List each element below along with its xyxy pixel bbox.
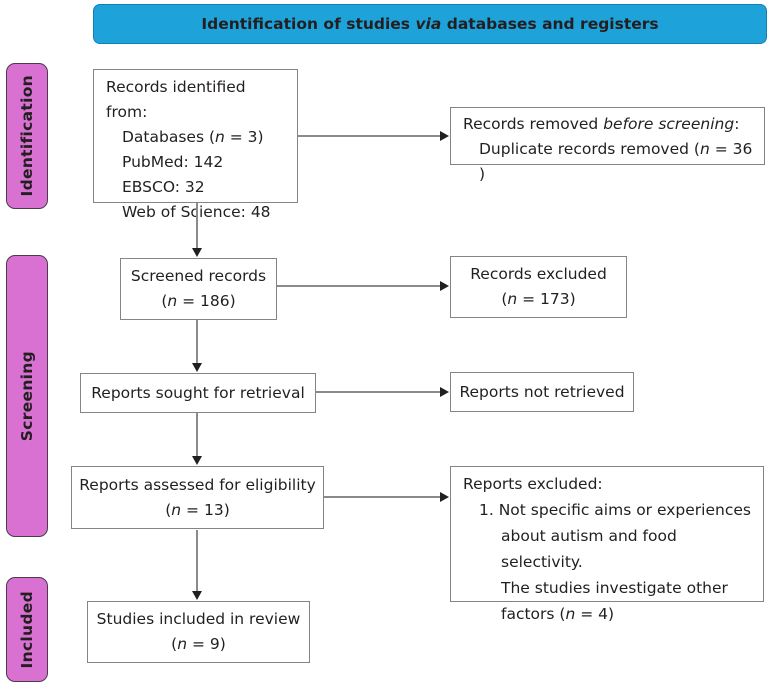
stage-label-identification: Identification (6, 63, 48, 209)
stage-label-screening: Screening (6, 255, 48, 537)
flow-box-records-identified: Records identified from:Databases (n = 3… (93, 69, 298, 221)
stage-label-included: Included (6, 577, 48, 682)
arrow-down-head-icon (192, 363, 202, 372)
arrow-shaft (196, 530, 198, 592)
arrow-shaft (196, 320, 198, 364)
arrow-assessed-to-reports-excluded (324, 492, 449, 502)
flow-box-reports-excluded: Reports excluded:1. Not specific aims or… (450, 466, 764, 623)
stage-label-included-text: Included (18, 590, 36, 669)
arrow-screened-to-excluded (277, 281, 449, 291)
arrow-assessed-to-included (192, 530, 202, 600)
arrow-down-head-icon (192, 591, 202, 600)
arrow-sought-to-assessed (192, 413, 202, 465)
flow-box-reports-sought: Reports sought for retrieval (80, 373, 316, 413)
flow-box-records-removed: Records removed before screening:Duplica… (450, 107, 765, 183)
flow-box-screened-records: Screened records(n = 186) (120, 258, 277, 320)
arrow-shaft (277, 285, 441, 287)
arrow-shaft (298, 135, 441, 137)
arrow-down-head-icon (192, 456, 202, 465)
arrow-right-head-icon (440, 281, 449, 291)
diagram-title-banner: Identification of studies via databases … (93, 4, 767, 44)
flow-box-records-excluded: Records excluded(n = 173) (450, 256, 627, 318)
arrow-right-head-icon (440, 387, 449, 397)
arrow-identified-to-removed (298, 131, 449, 141)
flow-box-reports-not-retrieved: Reports not retrieved (450, 372, 634, 412)
arrow-down-head-icon (192, 248, 202, 257)
flow-box-reports-assessed: Reports assessed for eligibility(n = 13) (71, 466, 324, 529)
arrow-right-head-icon (440, 131, 449, 141)
arrow-shaft (196, 413, 198, 457)
arrow-shaft (196, 203, 198, 249)
arrow-right-head-icon (440, 492, 449, 502)
arrow-screened-to-sought (192, 320, 202, 372)
arrow-identified-to-screened (192, 203, 202, 257)
arrow-shaft (324, 496, 441, 498)
flow-box-studies-included: Studies included in review(n = 9) (87, 601, 310, 663)
stage-label-identification-text: Identification (18, 75, 36, 197)
arrow-sought-to-not-retrieved (316, 387, 449, 397)
stage-label-screening-text: Screening (18, 350, 36, 442)
arrow-shaft (316, 391, 441, 393)
